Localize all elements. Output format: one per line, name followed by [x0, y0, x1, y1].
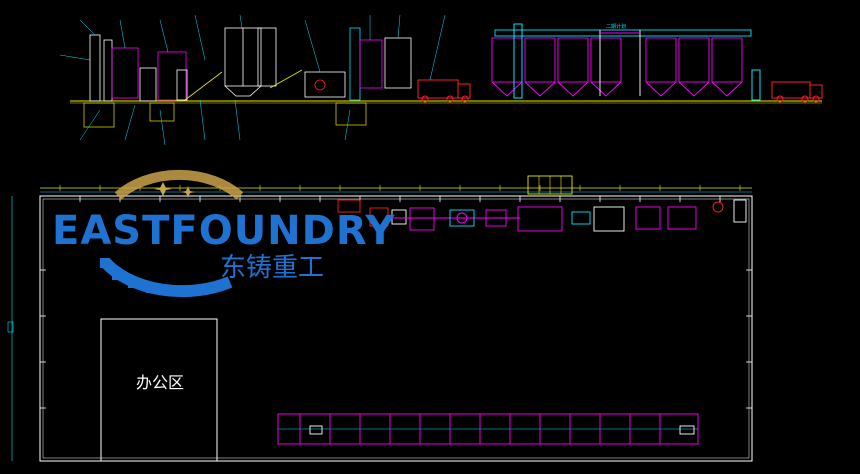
phase-two-label: 二期计划: [606, 23, 626, 30]
bucket-elevator-far: [751, 69, 761, 101]
silo-bank: [491, 29, 752, 97]
truck-right: [771, 81, 823, 103]
brand-watermark: EASTFOUNDRY 东铸重工: [52, 169, 395, 298]
annotation-leaders: [59, 14, 446, 146]
sand-treatment-line: [89, 27, 412, 102]
brand-name-en: EASTFOUNDRY: [52, 208, 395, 254]
office-area-label: 办公区: [136, 373, 184, 392]
production-line: [337, 199, 747, 232]
foundations: [83, 102, 367, 128]
office-area: [100, 318, 218, 462]
elevation-view: [59, 14, 823, 146]
plan-view: [7, 175, 753, 462]
brand-name-cn: 东铸重工: [220, 253, 324, 283]
dimension-ticks: [59, 185, 741, 191]
bucket-elevator-right: [513, 23, 523, 99]
molding-line: [277, 413, 699, 445]
column-marks: [40, 196, 752, 409]
truck-left: [417, 79, 471, 103]
